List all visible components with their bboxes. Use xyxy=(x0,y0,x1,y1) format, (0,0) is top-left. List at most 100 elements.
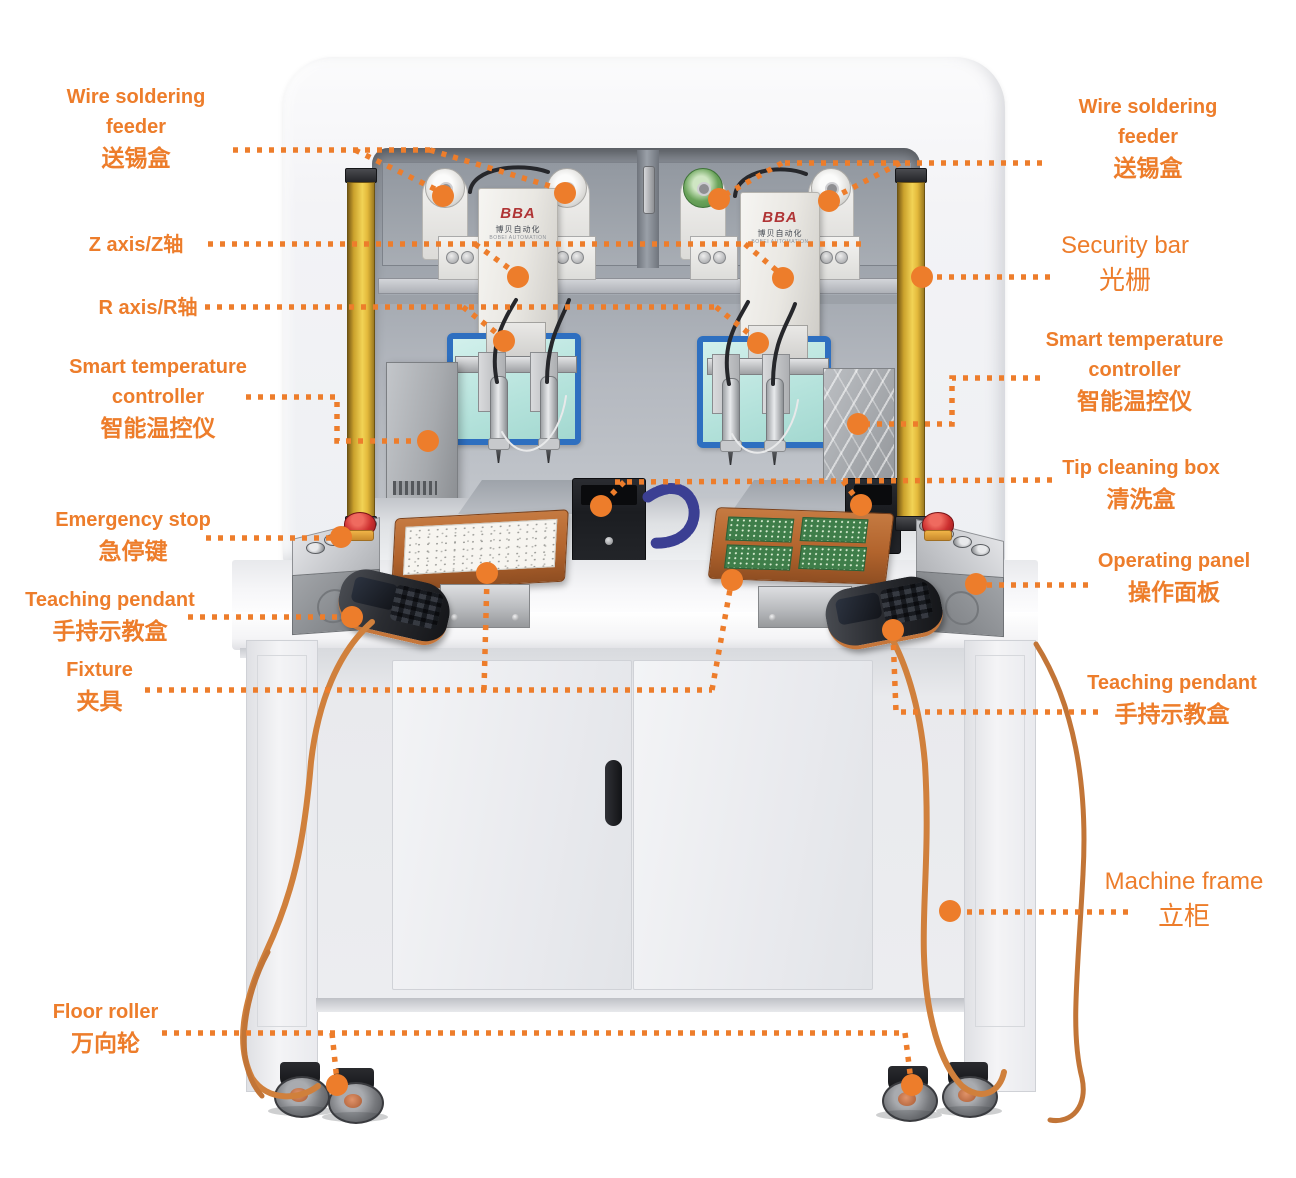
label-en: Operating panel xyxy=(1097,550,1251,572)
pendant-keypad xyxy=(879,581,934,626)
label-temp-controller-left: Smart temperature controller 智能温控仪 xyxy=(48,352,268,444)
label-teaching-pendant-left: Teaching pendant 手持示教盒 xyxy=(14,585,206,647)
spool-hub xyxy=(825,182,839,196)
feeder-clamp-3 xyxy=(690,236,738,280)
iron-collar xyxy=(538,438,560,450)
spool-hub xyxy=(697,182,711,196)
label-zh: 操作面板 xyxy=(1128,579,1220,605)
label-en: Tip cleaning box xyxy=(1062,457,1220,479)
label-teaching-pendant-right: Teaching pendant 手持示教盒 xyxy=(1078,668,1266,730)
tip-cleaning-box-center xyxy=(572,478,646,562)
cleaning-opening xyxy=(581,485,637,505)
center-latch xyxy=(643,166,655,214)
leg-panel xyxy=(975,655,1025,1027)
label-en: Security bar xyxy=(1060,232,1190,259)
z-axis-tower-left: BBA 博贝自动化 BOBEI AUTOMATION xyxy=(478,188,558,335)
label-r-axis: R axis/R轴 xyxy=(75,293,221,323)
pcb-green xyxy=(798,545,868,572)
leg-panel xyxy=(257,655,307,1027)
pcb-green xyxy=(725,516,795,543)
brand-name: BBA xyxy=(500,205,536,222)
fixture-left xyxy=(391,509,569,591)
label-fixture: Fixture 夹具 xyxy=(42,655,157,717)
z-axis-tower-right: BBA 博贝自动化 BOBEI AUTOMATION xyxy=(740,192,820,339)
security-light-curtain-right xyxy=(897,182,925,518)
label-zh: 智能温控仪 xyxy=(100,415,216,441)
soldering-iron-3 xyxy=(722,378,740,448)
label-zh: 清洗盒 xyxy=(1106,486,1176,512)
light-curtain-cap xyxy=(345,168,377,183)
cabinet-door-right xyxy=(633,660,873,990)
label-zh: 手持示教盒 xyxy=(52,618,168,644)
label-en: Machine frame xyxy=(1104,868,1264,895)
soldering-iron-1 xyxy=(490,376,508,446)
brand-en: BOBEI AUTOMATION xyxy=(751,239,809,245)
label-tip-cleaning-box: Tip cleaning box 清洗盒 xyxy=(1052,453,1230,515)
estop-base xyxy=(924,530,952,541)
label-emergency-stop: Emergency stop 急停键 xyxy=(44,505,222,567)
iron-collar xyxy=(764,440,786,452)
panel-button xyxy=(306,542,325,554)
label-en: Wire soldering feeder xyxy=(66,86,206,138)
label-en: Fixture xyxy=(66,659,133,681)
floor-roller-front-right xyxy=(876,1066,942,1122)
label-zh: 送锡盒 xyxy=(101,145,171,171)
brand-en: BOBEI AUTOMATION xyxy=(489,235,547,241)
cleaning-opening xyxy=(854,485,892,505)
cabinet-leg-right xyxy=(964,640,1036,1092)
label-en: Wire soldering feeder xyxy=(1078,96,1218,148)
spool-hub xyxy=(439,182,453,196)
label-zh: 急停键 xyxy=(98,538,168,564)
spool-hub xyxy=(561,182,575,196)
head-crossbar-left xyxy=(455,356,577,373)
floor-roller-front-left xyxy=(322,1068,388,1124)
vent-grille xyxy=(393,481,437,495)
pcb-green xyxy=(723,544,793,571)
brand-cn: 博贝自动化 xyxy=(495,225,541,234)
label-floor-roller: Floor roller 万向轮 xyxy=(38,997,173,1059)
cabinet-door-left xyxy=(392,660,632,990)
pcb-green xyxy=(799,517,869,544)
label-en: Smart temperature controller xyxy=(69,356,247,408)
security-light-curtain-left xyxy=(347,182,375,518)
panel-button xyxy=(971,544,990,556)
panel-button xyxy=(953,536,972,548)
label-en: Smart temperature controller xyxy=(1045,329,1224,381)
label-temp-controller-right: Smart temperature controller 智能温控仪 xyxy=(1032,325,1237,417)
soldering-iron-2 xyxy=(540,376,558,446)
label-zh: 送锡盒 xyxy=(1113,155,1183,181)
fixture-right xyxy=(707,507,895,585)
cabinet-leg-left xyxy=(246,640,318,1092)
iron-collar xyxy=(720,440,742,452)
label-machine-frame: Machine frame 立柜 xyxy=(1095,866,1273,934)
label-zh: 手持示教盒 xyxy=(1114,701,1230,727)
label-wire-soldering-feeder-right: Wire soldering feeder 送锡盒 xyxy=(1052,92,1244,184)
pcb-panel-white xyxy=(402,518,558,576)
iron-collar xyxy=(488,438,510,450)
gantry-rail-lower xyxy=(378,295,914,304)
cabinet-bottom-shadow xyxy=(316,998,964,1012)
brand-cn: 博贝自动化 xyxy=(757,229,803,238)
label-operating-panel: Operating panel 操作面板 xyxy=(1088,546,1260,608)
label-en: Floor roller xyxy=(52,1001,159,1023)
label-en: Z axis/Z轴 xyxy=(88,234,184,256)
temp-controller-left-box xyxy=(386,362,458,504)
brand-logo: BBA 博贝自动化 BOBEI AUTOMATION xyxy=(479,205,557,241)
light-curtain-cap xyxy=(895,168,927,183)
label-zh: 光栅 xyxy=(1098,265,1151,295)
label-z-axis: Z axis/Z轴 xyxy=(51,230,221,260)
pendant-screen xyxy=(834,591,883,626)
fixture-base-left xyxy=(440,584,530,628)
label-wire-soldering-feeder-left: Wire soldering feeder 送锡盒 xyxy=(40,82,232,174)
panel-button xyxy=(324,534,343,546)
label-zh: 立柜 xyxy=(1157,901,1210,931)
brand-name: BBA xyxy=(762,209,798,226)
door-handle xyxy=(605,760,622,826)
label-zh: 夹具 xyxy=(76,688,123,714)
label-security-bar: Security bar 光栅 xyxy=(1040,230,1210,298)
label-en: Teaching pendant xyxy=(25,589,195,611)
label-zh: 万向轮 xyxy=(71,1030,140,1056)
label-en: R axis/R轴 xyxy=(98,297,198,319)
floor-roller-rear-right xyxy=(936,1062,1002,1118)
screw xyxy=(605,537,613,545)
